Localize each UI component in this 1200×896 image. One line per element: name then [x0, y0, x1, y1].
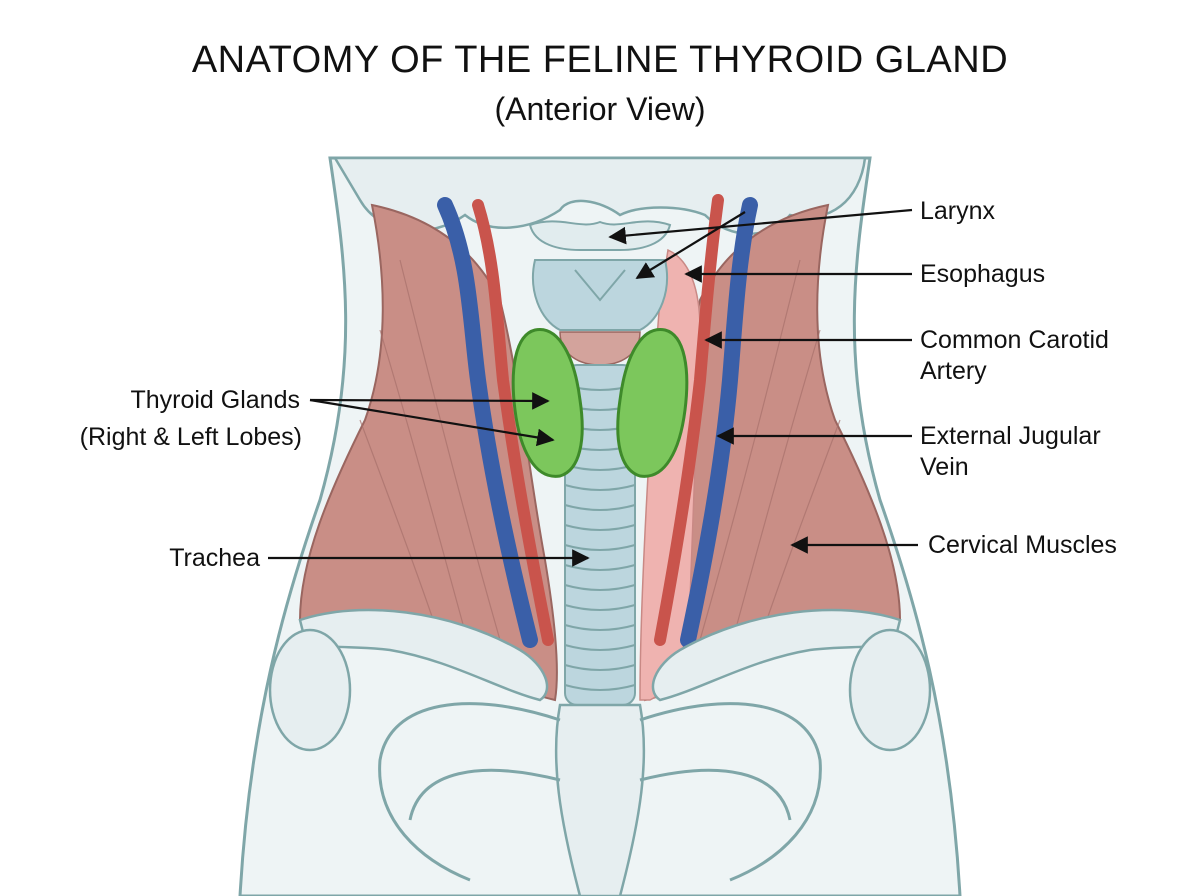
shoulder-joints	[268, 628, 932, 752]
label-jugular-line1: External Jugular	[920, 422, 1101, 450]
label-jugular-line2: Vein	[920, 453, 969, 481]
label-larynx: Larynx	[920, 197, 996, 225]
diagram-subtitle: (Anterior View)	[494, 91, 706, 127]
left-jugular-vein	[437, 197, 538, 648]
left-carotid-artery	[472, 199, 554, 646]
label-carotid-line2: Artery	[920, 357, 987, 385]
label-esophagus: Esophagus	[920, 260, 1046, 288]
clavicle-left	[298, 608, 549, 702]
right-carotid-artery	[654, 194, 724, 646]
ribs	[378, 702, 822, 882]
leader-larynx-1	[608, 208, 913, 245]
hyoid-bone	[528, 220, 672, 251]
right-jugular-vein	[680, 197, 758, 648]
label-thyroid-line2: (Right & Left Lobes)	[79, 423, 302, 451]
label-cervical-muscles: Cervical Muscles	[928, 531, 1117, 559]
diagram-title: ANATOMY OF THE FELINE THYROID GLAND	[191, 39, 1009, 81]
sternum	[554, 703, 646, 896]
leader-lines	[268, 208, 918, 567]
leader-thyroid-1	[309, 392, 550, 410]
leader-larynx-2	[635, 211, 746, 279]
label-thyroid-line1: Thyroid Glands	[130, 386, 300, 414]
label-carotid-line1: Common Carotid	[920, 326, 1109, 354]
clavicle-right	[651, 608, 902, 702]
leader-thyroid-2	[309, 398, 555, 447]
thyroid-left-lobe	[616, 328, 689, 478]
larynx-notch	[574, 269, 626, 302]
larynx-cartilage	[531, 259, 669, 331]
label-trachea: Trachea	[169, 544, 260, 572]
